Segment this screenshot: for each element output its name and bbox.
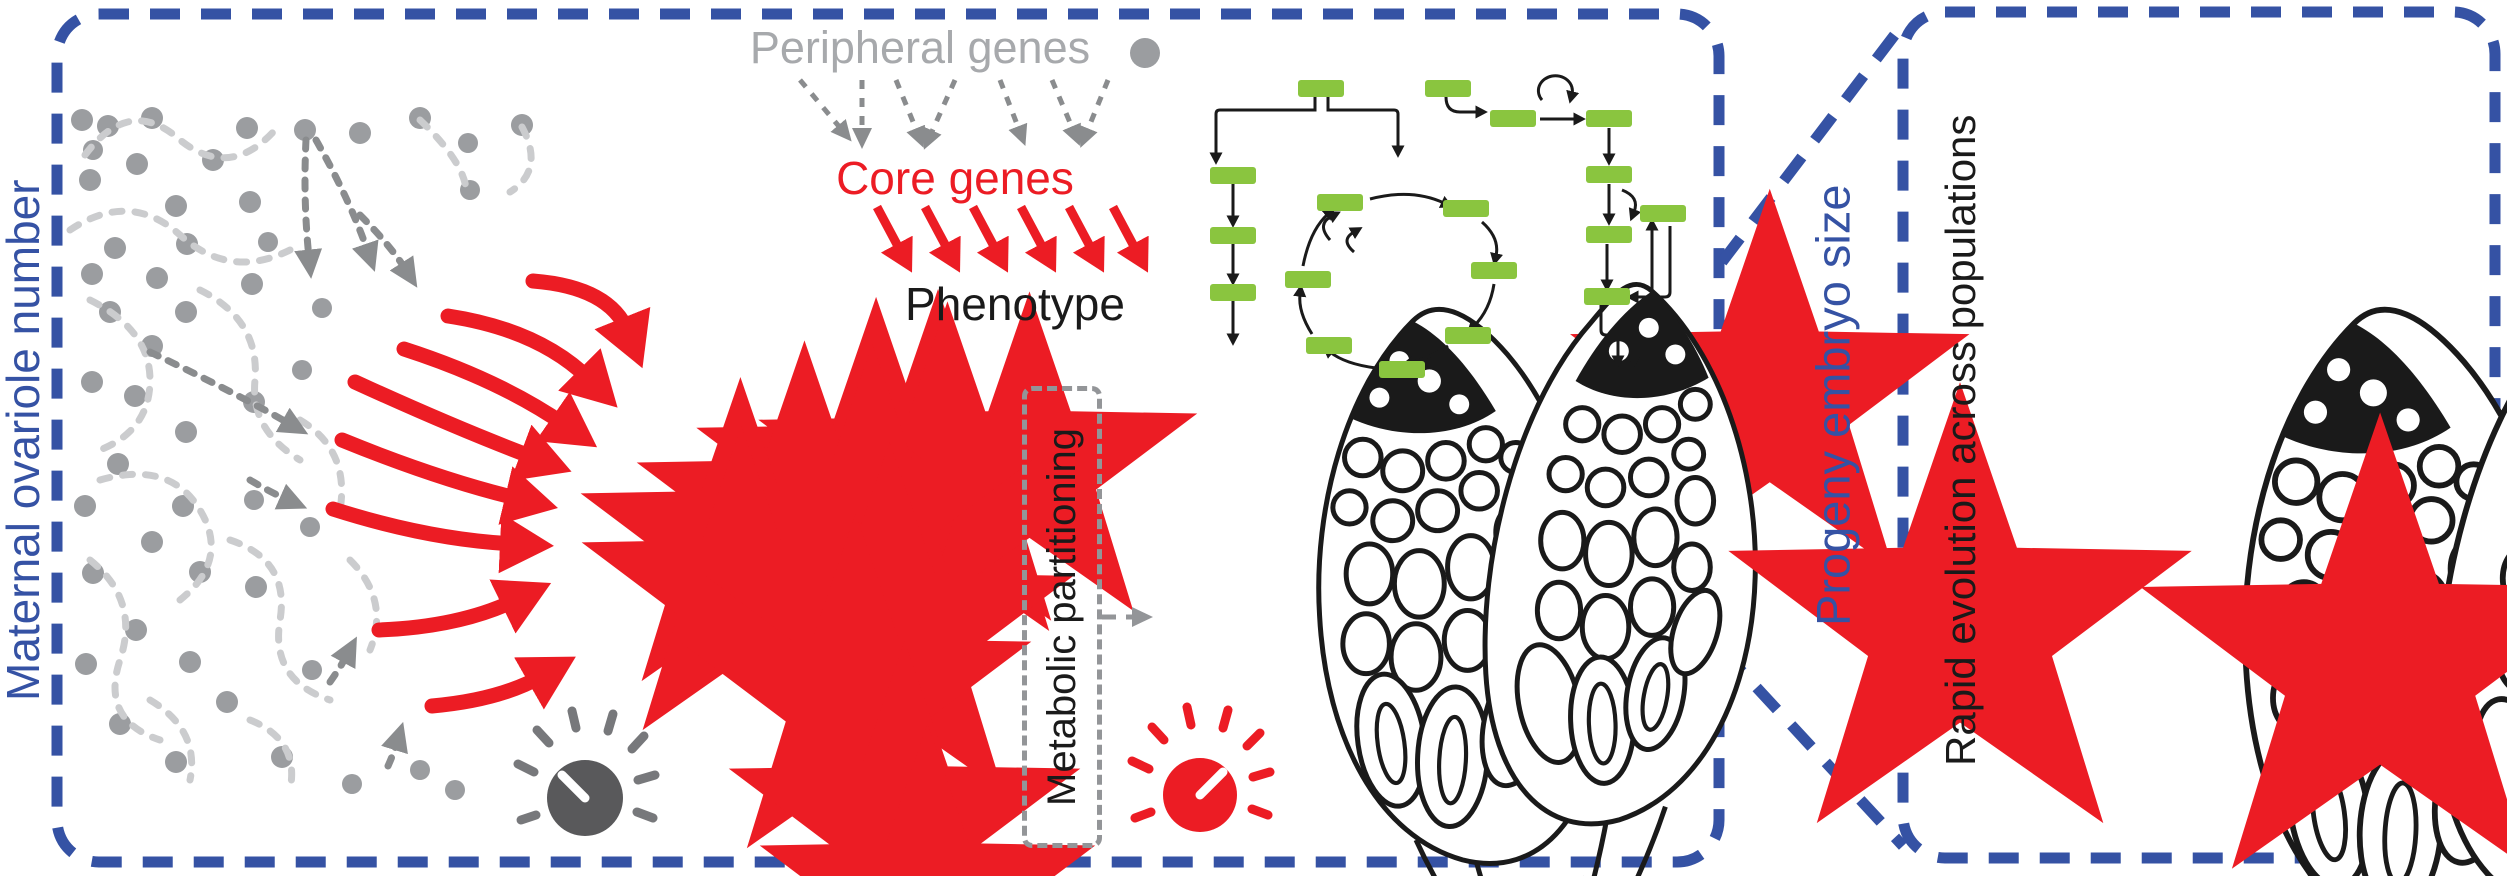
peripheral-to-core-arrows <box>798 78 1111 150</box>
left-panel-border <box>51 8 1725 868</box>
right-panel-border <box>1897 6 2501 864</box>
metabolic-partitioning-box: Metabolic partitioning <box>1022 386 1102 848</box>
core-effect-arrows <box>325 273 651 714</box>
gene-interaction-curves <box>66 116 535 794</box>
phenotype-label: Phenotype <box>905 278 1125 330</box>
core-genes-label: Core genes <box>836 152 1074 204</box>
metabolic-partitioning-label: Metabolic partitioning <box>1040 428 1084 806</box>
connector-bottom-line <box>1717 646 1908 850</box>
gene-network <box>1209 74 2507 869</box>
core-gene-stars <box>580 288 1198 876</box>
right-axis-label: Progeny embryo size <box>1806 184 1860 626</box>
dial-high-icon <box>1127 702 1275 832</box>
peripheral-gene-dots <box>71 107 533 800</box>
left-axis-label: Maternal ovariole number <box>0 179 49 701</box>
rapid-evolution-caption: Rapid evolution across populations <box>1937 114 1984 766</box>
peripheral-genes-label: Peripheral genes <box>749 21 1091 73</box>
core-to-phenotype-arrows <box>873 204 1149 273</box>
dial-low-icon <box>513 706 660 836</box>
peripheral-gene-dot-icon <box>1130 38 1160 68</box>
